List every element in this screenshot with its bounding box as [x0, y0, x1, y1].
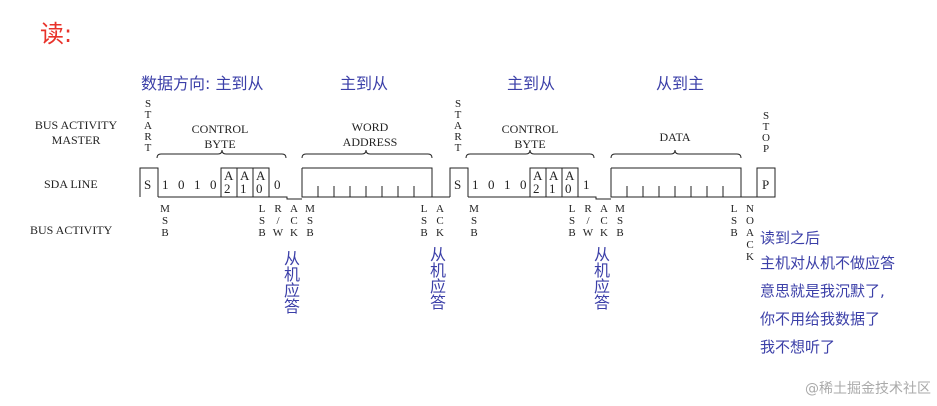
msb-marker: MSB: [304, 203, 316, 239]
end-note-line-2: 主机对从机不做应答: [760, 254, 896, 272]
end-note-line-4: 你不用给我数据了: [760, 310, 881, 328]
end-note-line-3: 意思就是我沉默了,: [760, 282, 885, 300]
lsb-marker: LSB: [566, 203, 578, 239]
bit-s-2: S: [454, 177, 461, 192]
end-note: 读到之后 主机对从机不做应答 意思就是我沉默了, 你不用给我数据了 我不想听了: [760, 226, 895, 359]
ack-marker: ACK: [434, 203, 446, 239]
bit-3: 1: [504, 177, 511, 192]
start-marker-1: START: [142, 98, 154, 156]
bit-4: 0: [210, 177, 217, 192]
word-address-frame: [301, 167, 433, 198]
brace-data: [610, 149, 742, 159]
stop-text: STOP: [760, 110, 772, 154]
start-marker-2: START: [452, 98, 464, 156]
end-note-line-5: 我不想听了: [760, 338, 836, 356]
data-frame: [610, 167, 742, 198]
brace-control-byte-1: [156, 149, 287, 159]
start-text: START: [452, 98, 464, 153]
end-note-line-1: 读到之后: [760, 229, 821, 247]
bit-rw: 0: [274, 177, 281, 192]
bit-4: 0: [520, 177, 527, 192]
bit-rw: 1: [583, 177, 590, 192]
bit-1: 1: [162, 177, 169, 192]
ack-marker: ACK: [288, 203, 300, 239]
brace-control-byte-2: [465, 149, 595, 159]
bit-2: 0: [178, 177, 185, 192]
group-label-control-byte-1: CONTROL BYTE: [191, 122, 249, 151]
direction-label-3: 主到从: [507, 74, 556, 93]
sda-start-2-box: [449, 167, 469, 197]
bit-1: 1: [472, 177, 479, 192]
stop-marker: STOP: [760, 110, 772, 157]
rw-marker: R/W: [582, 203, 594, 239]
msb-marker: MSB: [614, 203, 626, 239]
group-label-word-address: WORD ADDRESS: [342, 120, 398, 149]
slave-ack-note-3: 从机应答: [591, 246, 610, 310]
bit-2: 0: [488, 177, 495, 192]
noack-marker: NOACK: [744, 203, 756, 263]
row-label-slave: BUS ACTIVITY: [30, 223, 113, 237]
bit-stop: P: [762, 177, 769, 192]
page-title: 读:: [40, 20, 73, 48]
slave-ack-note-2: 从机应答: [427, 246, 446, 310]
row-label-sda: SDA LINE: [44, 177, 98, 191]
direction-label-4: 从到主: [656, 74, 705, 93]
lsb-marker: LSB: [256, 203, 268, 239]
bit-s-1: S: [144, 177, 151, 192]
addr-box-1: [220, 167, 270, 198]
bit-3: 1: [194, 177, 201, 192]
group-label-data: DATA: [659, 130, 691, 144]
direction-label-2: 主到从: [340, 74, 389, 93]
brace-word-address: [301, 149, 433, 159]
lsb-marker: LSB: [418, 203, 430, 239]
msb-marker: MSB: [468, 203, 480, 239]
direction-label-1: 数据方向: 主到从: [141, 74, 264, 93]
msb-marker: MSB: [159, 203, 171, 239]
sda-stop-box: [741, 167, 776, 198]
sda-start-1-box: [139, 167, 159, 197]
addr-box-2: [529, 167, 579, 198]
row-label-master: BUS ACTIVITY MASTER: [34, 118, 118, 147]
ack-marker: ACK: [598, 203, 610, 239]
group-label-control-byte-2: CONTROL BYTE: [501, 122, 559, 151]
slave-ack-note-1: 从机应答: [281, 250, 300, 314]
watermark: @稀土掘金技术社区: [805, 381, 931, 397]
rw-marker: R/W: [272, 203, 284, 239]
lsb-marker: LSB: [728, 203, 740, 239]
start-text: START: [142, 98, 154, 153]
